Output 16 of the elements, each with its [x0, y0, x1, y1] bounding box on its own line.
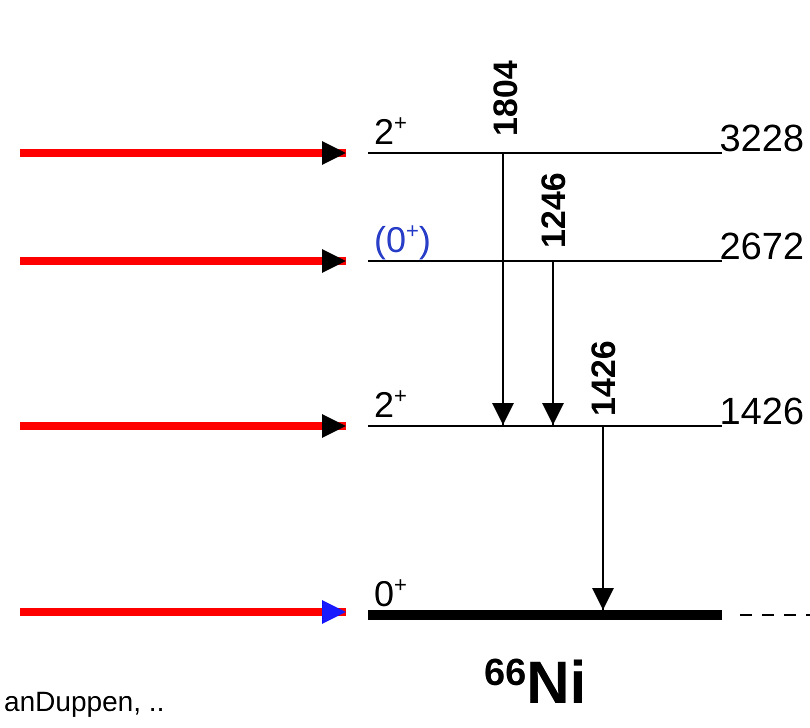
- gamma-transition-arrow: [492, 154, 514, 425]
- gamma-transition-arrow: [592, 427, 614, 610]
- incoming-arrow: [20, 249, 346, 273]
- gamma-transition-arrow: [542, 262, 564, 425]
- incoming-arrow: [20, 600, 346, 624]
- nucleus-label: $^{66}$Ni: [484, 648, 586, 718]
- incoming-arrow: [20, 141, 346, 165]
- spin-parity-label: 2$^{+}$: [374, 112, 407, 152]
- energy-value: 3228: [719, 119, 804, 159]
- energy-value: 2672: [719, 227, 804, 267]
- incoming-arrow: [20, 414, 346, 438]
- reference-note: anDuppen, ..: [4, 686, 164, 718]
- energy-value: 1426: [719, 392, 804, 432]
- spin-parity-label: 2$^{+}$: [374, 385, 407, 425]
- spin-parity-label: 0$^{+}$: [374, 574, 407, 614]
- spin-parity-label: (0$^{+}$): [374, 220, 431, 260]
